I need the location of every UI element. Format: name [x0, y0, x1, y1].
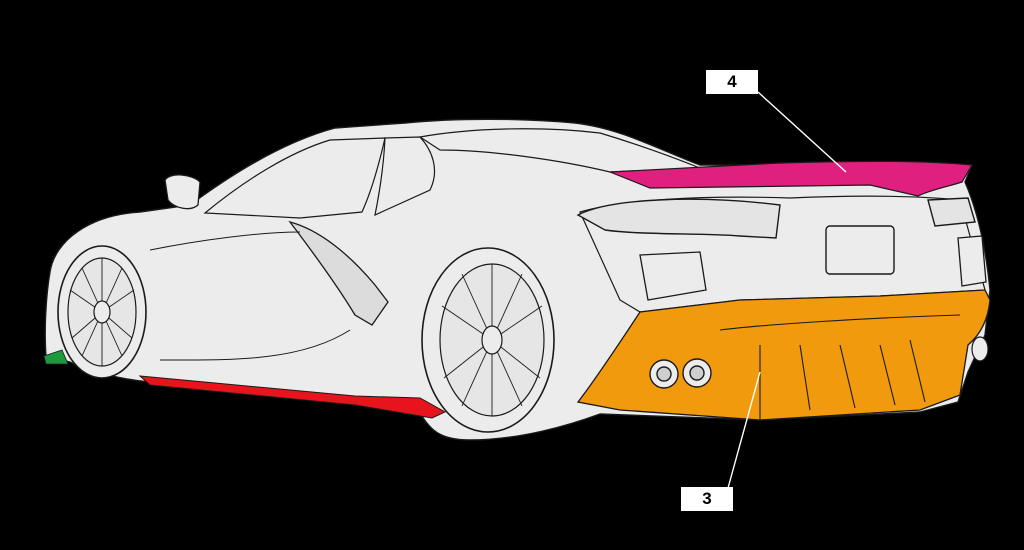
side-intake	[288, 220, 389, 326]
exhaust-right	[971, 336, 989, 362]
side-mirror	[164, 174, 201, 210]
callout-4: 4	[706, 70, 758, 94]
tail-light-right	[927, 197, 976, 227]
rear-wheel	[421, 247, 555, 433]
tail-light-left	[576, 198, 781, 239]
rear-quarter-window	[374, 136, 435, 217]
rear-spoiler	[609, 160, 973, 197]
side-skirt	[138, 375, 447, 419]
rear-vent-left	[639, 251, 707, 301]
rear-diffuser	[576, 289, 991, 421]
engine-cover	[418, 128, 701, 173]
front-splitter	[43, 349, 69, 365]
callout-3: 3	[681, 487, 733, 511]
door-line	[149, 231, 351, 361]
front-wheel	[57, 245, 147, 379]
rear-vent-right	[957, 235, 987, 287]
exhaust-tips	[649, 358, 712, 389]
license-plate-recess	[825, 225, 895, 275]
leader-line-4	[757, 91, 847, 173]
side-window	[203, 137, 386, 219]
diffuser-fins	[719, 314, 961, 420]
leader-line-3	[727, 371, 761, 489]
